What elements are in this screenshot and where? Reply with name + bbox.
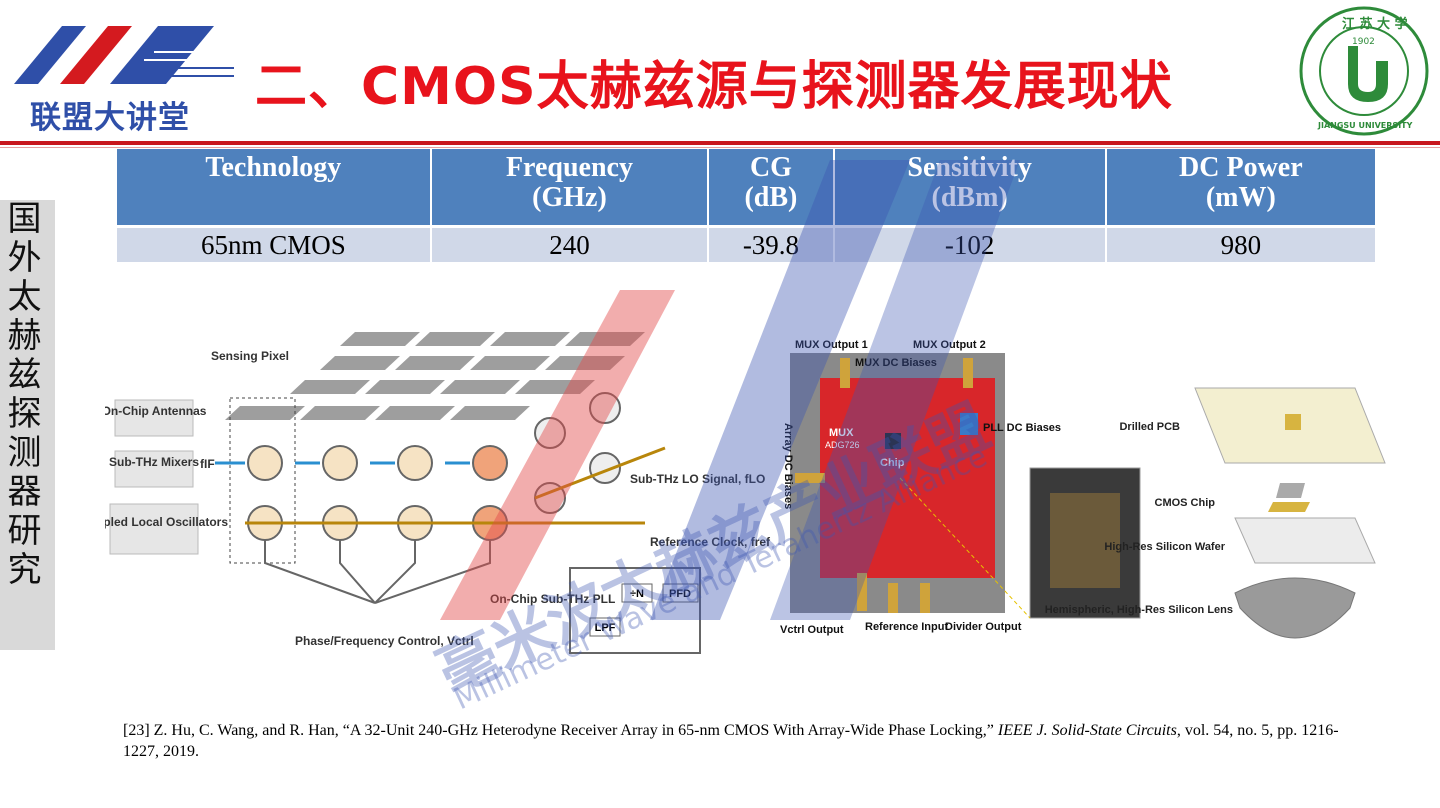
section-sidebar: 国 外 太 赫 兹 探 测 器 研 究: [0, 200, 55, 650]
label-vctrl-output: Vctrl Output: [780, 624, 844, 636]
cell-frequency: 240: [430, 225, 710, 262]
header-frequency: Frequency(GHz): [430, 149, 710, 227]
pfd-block: PFD: [669, 588, 691, 600]
label-antennas: On-Chip Antennas: [105, 404, 207, 418]
table-row: 65nm CMOS 240 -39.8 -102 980: [117, 225, 1378, 262]
table-header-row: Technology Frequency(GHz) CG(dB) Sensiti…: [117, 149, 1378, 227]
cell-dc-power: 980: [1105, 225, 1378, 262]
label-pll-dc: PLL DC Biases: [983, 422, 1061, 434]
oscillator-row: [247, 452, 621, 541]
label-fif: fIF: [200, 457, 215, 471]
label-cmos-chip: CMOS Chip: [1155, 497, 1216, 509]
cell-sensitivity: -102: [833, 225, 1107, 262]
sidebar-char: 外: [7, 238, 42, 278]
label-mixers: Sub-THz Mixers: [109, 455, 199, 469]
label-divider-output: Divider Output: [945, 621, 1022, 633]
cmos-chip-layer: [1268, 502, 1310, 512]
label-reference-input: Reference Input: [865, 621, 948, 633]
citation-authors-title: [23] Z. Hu, C. Wang, and R. Han, “A 32-U…: [123, 722, 998, 739]
label-mux-out2: MUX Output 2: [913, 339, 986, 351]
silicon-lens: [1234, 577, 1356, 639]
label-box-mixers: [114, 450, 194, 488]
label-lo: Coupled Local Oscillators: [105, 515, 228, 529]
label-lens: Hemispheric, High-Res Silicon Lens: [1045, 604, 1233, 616]
label-drilled-pcb: Drilled PCB: [1119, 421, 1180, 433]
sidebar-char: 究: [7, 550, 42, 590]
citation-details: , vol. 54, no. 5, pp. 1216-1227, 2019.: [123, 722, 1339, 760]
label-ref-clock: Reference Clock, fref: [650, 535, 771, 549]
label-wafer: High-Res Silicon Wafer: [1104, 541, 1225, 553]
university-seal-icon: 江 苏 大 学 1902 JIANGSU UNIVERSITY: [1299, 6, 1429, 136]
header-technology: Technology: [117, 149, 432, 227]
cell-technology: 65nm CMOS: [117, 225, 432, 262]
label-sensing-pixel: Sensing Pixel: [211, 349, 289, 363]
label-pll: On-Chip Sub-THz PLL: [490, 592, 615, 606]
label-chip: Chip: [880, 457, 905, 469]
citation: [23] Z. Hu, C. Wang, and R. Han, “A 32-U…: [123, 720, 1373, 762]
mixer-row: [247, 392, 621, 481]
sidebar-char: 器: [7, 472, 42, 512]
sidebar-char: 研: [7, 511, 42, 551]
seal-top-text: 江 苏 大 学: [1342, 16, 1408, 32]
alliance-logo: [14, 26, 234, 84]
sidebar-char: 太: [7, 277, 42, 317]
header-cg: CG(dB): [708, 149, 835, 227]
label-box-lo: [109, 503, 199, 555]
label-box-antennas: [114, 399, 194, 437]
label-lo-signal: Sub-THz LO Signal, fLO: [630, 472, 765, 486]
header-sensitivity: Sensitivity(dBm): [833, 149, 1107, 227]
citation-journal: IEEE J. Solid-State Circuits: [997, 722, 1177, 739]
sidebar-char: 国: [7, 199, 42, 239]
sidebar-char: 兹: [7, 355, 42, 395]
header-divider: [0, 141, 1440, 145]
label-adg: ADG726: [825, 440, 860, 450]
spec-table: Technology Frequency(GHz) CG(dB) Sensiti…: [117, 149, 1378, 262]
sensing-pixel-box: [229, 397, 296, 564]
label-mux-dc: MUX DC Biases: [855, 357, 937, 369]
header-dc-power: DC Power(mW): [1105, 149, 1378, 227]
label-phase-control: Phase/Frequency Control, Vctrl: [295, 634, 474, 648]
antenna-grid: [225, 332, 645, 420]
logo-text: 联盟大讲堂: [30, 100, 190, 136]
seal-bottom-text: JIANGSU UNIVERSITY: [1317, 121, 1413, 130]
label-mux: MUX: [829, 427, 854, 439]
cell-cg: -39.8: [708, 225, 835, 262]
sidebar-char: 赫: [7, 316, 42, 356]
label-array-dc: Array DC Biases: [782, 423, 794, 509]
header-divider-thin: [0, 147, 1440, 148]
silicon-wafer-layer: [1234, 517, 1376, 564]
divider-block: ÷N: [630, 588, 644, 600]
seal-year: 1902: [1352, 37, 1375, 47]
page-title: 二、CMOS太赫兹源与探测器发展现状: [255, 57, 1173, 117]
pcb-board: [820, 378, 995, 578]
sidebar-char: 探: [7, 394, 42, 434]
sidebar-char: 测: [7, 433, 42, 473]
receiver-array-figure: On-Chip Antennas Sub-THz Mixers Coupled …: [105, 332, 1386, 654]
label-mux-out1: MUX Output 1: [795, 339, 868, 351]
lpf-block: LPF: [595, 622, 616, 634]
